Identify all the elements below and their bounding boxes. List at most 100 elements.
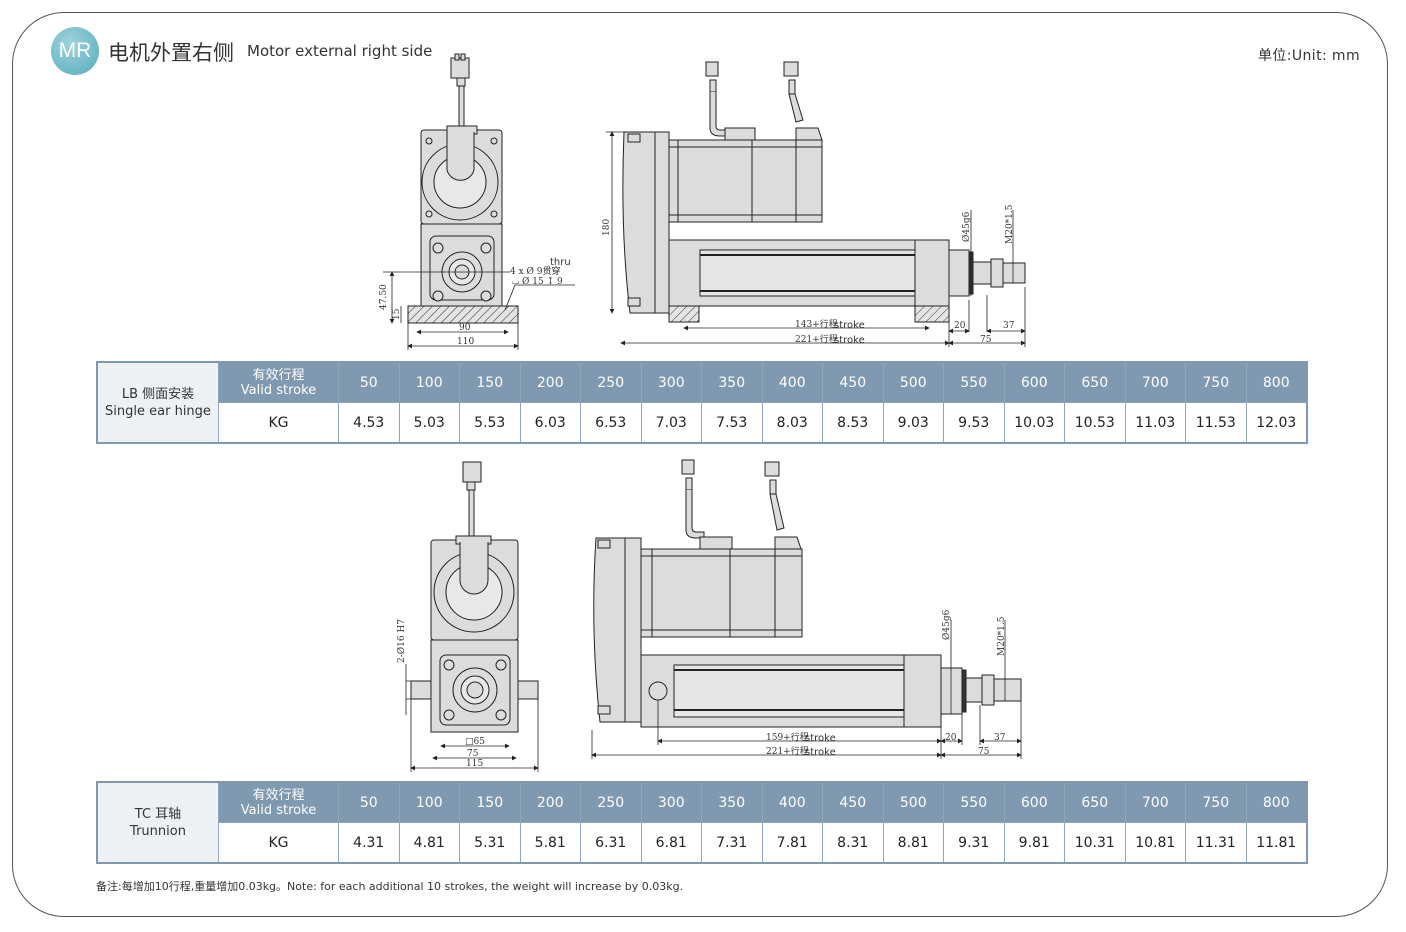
tc-dim-37: 37 xyxy=(994,733,1006,743)
tc-stroke-cell: 300 xyxy=(640,781,702,823)
lb-stroke-cell: 50 xyxy=(338,361,400,403)
lb-dim-20: 20 xyxy=(954,321,966,331)
unit-label: 单位:Unit: mm xyxy=(1257,48,1360,64)
tc-dim-pin: 2-Ø16 H7 xyxy=(396,619,407,663)
lb-weight-cell: 8.03 xyxy=(761,402,823,444)
lb-dim-221-stroke: stroke xyxy=(834,335,865,346)
tc-dim-20: 20 xyxy=(945,733,957,743)
lb-dim-75: 75 xyxy=(980,335,992,345)
tc-weight-cell: 6.81 xyxy=(640,822,702,864)
tc-mount-label-cn: TC 耳轴 xyxy=(134,806,182,822)
lb-weight-cell: 7.03 xyxy=(640,402,702,444)
lb-weight-cell: 5.53 xyxy=(459,402,521,444)
tc-dim-thread: M20*1.5 xyxy=(997,616,1007,656)
lb-dim-47-5: 47.50 xyxy=(379,284,389,310)
tc-stroke-header: 有效行程 Valid stroke xyxy=(218,781,339,823)
tc-stroke-cell: 450 xyxy=(822,781,884,823)
lb-stroke-cell: 600 xyxy=(1003,361,1065,403)
tc-front-dims xyxy=(405,664,539,772)
tc-weight-cell: 8.81 xyxy=(882,822,944,864)
page-title-cn: 电机外置右侧 xyxy=(108,41,234,65)
lb-stroke-header-cn: 有效行程 xyxy=(252,367,305,383)
lb-weight-cell: 11.03 xyxy=(1124,402,1186,444)
lb-weight-cell: 10.53 xyxy=(1064,402,1126,444)
tc-weight-cell: 4.31 xyxy=(338,822,400,864)
tc-weight-cell: 10.81 xyxy=(1124,822,1186,864)
lb-stroke-header: 有效行程 Valid stroke xyxy=(218,361,339,403)
lb-dim-37: 37 xyxy=(1003,321,1015,331)
lb-stroke-cell: 800 xyxy=(1245,361,1308,403)
tc-stroke-cell: 200 xyxy=(519,781,581,823)
lb-front-dims xyxy=(383,271,575,350)
mr-badge: MR xyxy=(51,27,99,75)
tc-header-row: TC 耳轴 Trunnion 有效行程 Valid stroke 50 100 … xyxy=(96,781,1308,864)
lb-dim-221: 221+行程 xyxy=(795,333,838,345)
lb-stroke-cell: 250 xyxy=(580,361,642,403)
tc-dim-75: 75 xyxy=(467,749,479,759)
lb-dim-rod-dia: Ø45g6 xyxy=(961,211,972,242)
lb-stroke-cell: 750 xyxy=(1185,361,1247,403)
connector-icon xyxy=(450,53,470,127)
tc-dim-159: 159+行程 xyxy=(766,731,809,743)
lb-front-view xyxy=(407,53,519,324)
tc-weight-cell: 10.31 xyxy=(1064,822,1126,864)
tc-weight-cell: 7.31 xyxy=(701,822,763,864)
tc-dim-221-stroke: stroke xyxy=(805,747,836,758)
tc-front-view xyxy=(410,461,539,733)
tc-side-view xyxy=(593,459,1022,728)
tc-mount-label-en: Trunnion xyxy=(130,823,186,839)
lb-hole-note-2: ⌴ Ø 15 ↧ 9 xyxy=(512,276,563,287)
page-frame xyxy=(12,12,1388,917)
lb-mount-label-cn: LB 侧面安装 xyxy=(121,386,195,402)
tc-weight-cell: 11.81 xyxy=(1245,822,1308,864)
lb-stroke-cell: 150 xyxy=(459,361,521,403)
lb-weight-cell: 7.53 xyxy=(701,402,763,444)
tc-stroke-cell: 400 xyxy=(761,781,823,823)
lb-header-row: LB 侧面安装 Single ear hinge 有效行程 Valid stro… xyxy=(96,361,1308,444)
lb-weight-row: KG 4.53 5.03 5.53 6.03 6.53 7.03 7.53 8.… xyxy=(97,402,1308,444)
tc-stroke-cell: 150 xyxy=(459,781,521,823)
tc-dim-rod-dia: Ø45g6 xyxy=(941,609,952,640)
tc-stroke-header-cn: 有效行程 xyxy=(252,787,305,803)
tc-weight-cell: 5.31 xyxy=(459,822,521,864)
tc-stroke-header-en: Valid stroke xyxy=(240,802,317,818)
tc-dim-115: 115 xyxy=(466,759,483,769)
tc-stroke-cell: 100 xyxy=(398,781,460,823)
tc-weight-cell: 5.81 xyxy=(519,822,581,864)
lb-weight-cell: 12.03 xyxy=(1245,402,1308,444)
lb-stroke-cell: 200 xyxy=(519,361,581,403)
lb-hole-note-1: 4 x Ø 9贯穿 xyxy=(510,265,561,277)
tc-stroke-cell: 750 xyxy=(1185,781,1247,823)
tc-stroke-cell: 650 xyxy=(1064,781,1126,823)
tc-dim-159-stroke: stroke xyxy=(805,733,836,744)
lb-side-view xyxy=(622,61,1026,323)
lb-weight-cell: 6.53 xyxy=(580,402,642,444)
tc-weight-cell: 6.31 xyxy=(580,822,642,864)
lb-stroke-cell: 550 xyxy=(943,361,1005,403)
lb-side-dims xyxy=(606,131,1026,347)
tc-weight-cell: 11.31 xyxy=(1185,822,1247,864)
lb-dim-90: 90 xyxy=(459,323,471,333)
tc-stroke-cell: 500 xyxy=(882,781,944,823)
lb-weight-table: LB 侧面安装 Single ear hinge 有效行程 Valid stro… xyxy=(96,361,1308,444)
lb-stroke-header-en: Valid stroke xyxy=(240,382,317,398)
tc-stroke-cell: 600 xyxy=(1003,781,1065,823)
lb-kg-label: KG xyxy=(218,402,339,444)
lb-stroke-cell: 500 xyxy=(882,361,944,403)
lb-weight-cell: 9.03 xyxy=(882,402,944,444)
tc-weight-cell: 8.31 xyxy=(822,822,884,864)
lb-weight-cell: 10.03 xyxy=(1003,402,1065,444)
tc-dim-square: □65 xyxy=(465,737,485,747)
tc-weight-cell: 9.31 xyxy=(943,822,1005,864)
lb-stroke-cell: 300 xyxy=(640,361,702,403)
lb-dim-110: 110 xyxy=(457,337,474,347)
lb-dim-15: 15 xyxy=(392,308,402,320)
lb-hole-note-thru: thru xyxy=(550,257,571,268)
tc-dim-221: 221+行程 xyxy=(766,745,809,757)
tc-kg-label: KG xyxy=(218,822,339,864)
tc-stroke-cell: 50 xyxy=(338,781,400,823)
tc-mount-label: TC 耳轴 Trunnion xyxy=(96,781,219,864)
tc-weight-row: KG 4.31 4.81 5.31 5.81 6.31 6.81 7.31 7.… xyxy=(97,822,1308,864)
lb-stroke-cell: 100 xyxy=(398,361,460,403)
